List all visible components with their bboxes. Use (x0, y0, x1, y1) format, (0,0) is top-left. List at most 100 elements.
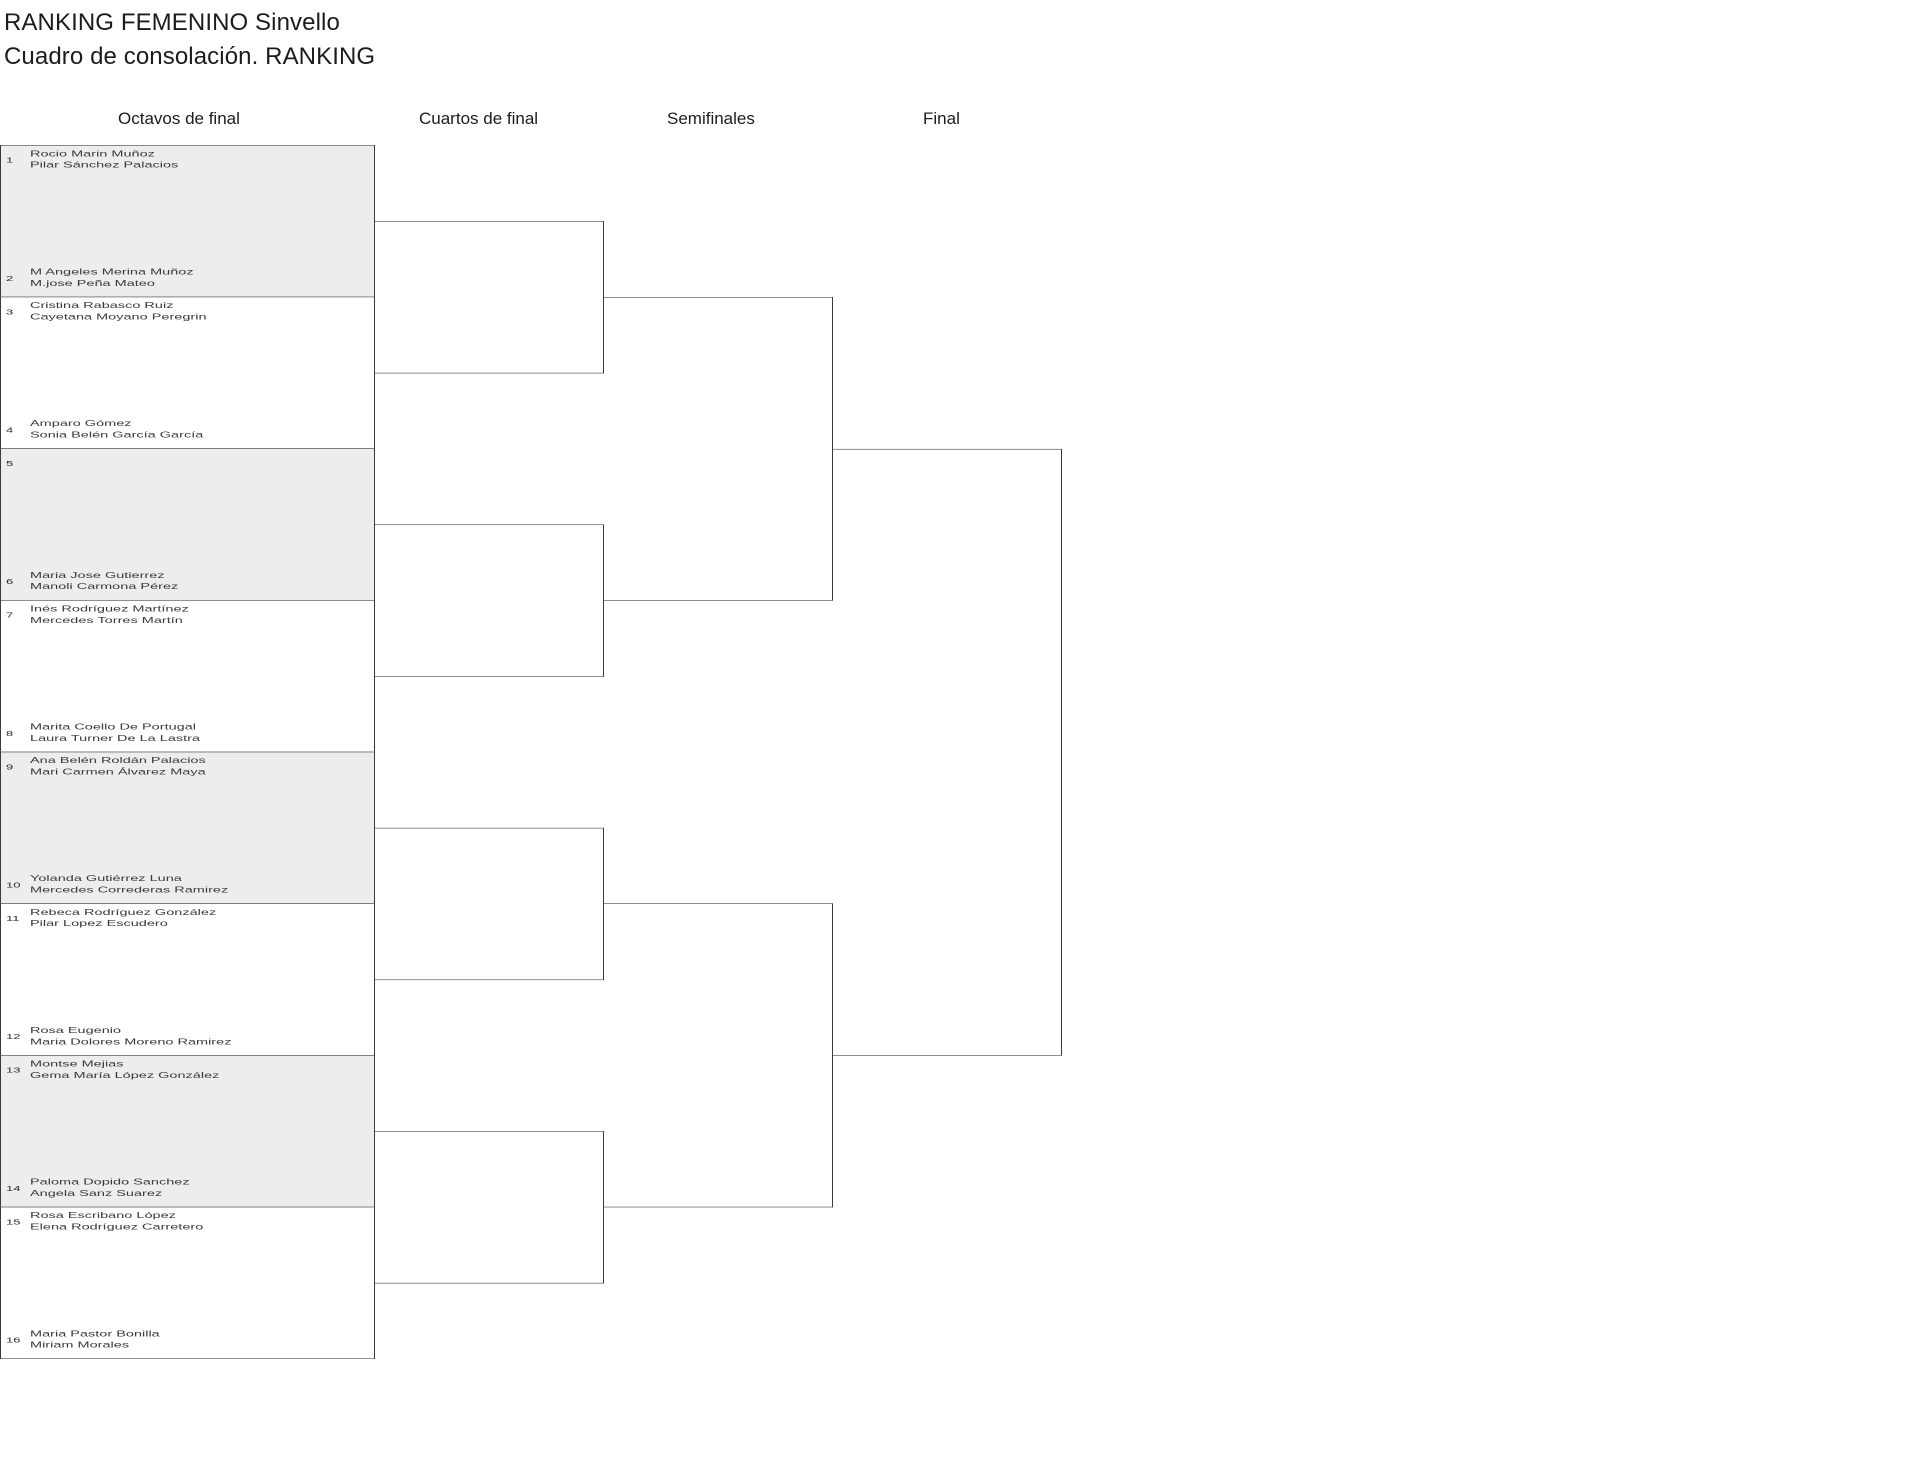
player-name: Mercedes Torres Martín (30, 615, 183, 625)
player-name: Gema María López González (30, 1070, 220, 1080)
round-header-final: Final (923, 109, 960, 128)
seed-slot[interactable]: 15 Rosa Escribano López Elena Rodríguez … (1, 1211, 374, 1237)
seed-slot[interactable]: 12 Rosa Eugenio Maria Dolores Moreno Ram… (1, 1026, 374, 1052)
player-name: Rebeca Rodríguez González (30, 907, 217, 918)
seed-slot[interactable]: 3 Cristina Rabasco Ruiz Cayetana Moyano … (1, 301, 374, 327)
seed-players: Inés Rodríguez Martínez Mercedes Torres … (28, 604, 374, 626)
player-name: Rosa Escribano López (30, 1211, 176, 1221)
player-name: Montse Mejias (30, 1059, 124, 1069)
seed-number: 12 (6, 1032, 21, 1041)
seed-slot[interactable]: 5 (1, 452, 374, 478)
match-block[interactable]: 15 Rosa Escribano López Elena Rodríguez … (0, 1206, 375, 1359)
player-name: Marita Coello De Portugal (30, 722, 197, 732)
player-name: Inés Rodríguez Martínez (30, 604, 189, 614)
seed-number: 14 (6, 1184, 21, 1193)
match-block[interactable]: 1 Rocio Marin Muñoz Pilar Sánchez Palaci… (0, 145, 375, 298)
qf-connector-top[interactable] (375, 221, 604, 222)
seed-number: 10 (6, 880, 21, 890)
player-name: Yolanda Gutiérrez Luna (30, 874, 182, 884)
final-connector-top[interactable] (832, 448, 1062, 450)
seed-players: Rosa Eugenio Maria Dolores Moreno Ramire… (28, 1026, 374, 1048)
seed-number: 4 (6, 425, 14, 435)
round-header-octavos: Octavos de final (118, 109, 240, 128)
qf-connector-top[interactable] (375, 827, 604, 829)
seed-slot[interactable]: 1 Rocio Marin Muñoz Pilar Sánchez Palaci… (1, 149, 374, 175)
player-name: Rocio Marin Muñoz (30, 149, 155, 159)
seed-number: 13 (6, 1065, 21, 1075)
player-name: Mari Carmen Álvarez Maya (30, 767, 206, 777)
final-connector-bottom[interactable] (832, 1055, 1062, 1056)
seed-slot[interactable]: 11 Rebeca Rodríguez González Pilar Lopez… (1, 907, 374, 933)
qf-connector-bottom[interactable] (375, 979, 604, 981)
player-name: Angela Sanz Suarez (30, 1188, 163, 1198)
player-name: Cayetana Moyano Peregrin (30, 312, 207, 322)
player-name: Maria Jose Gutierrez (30, 571, 165, 581)
seed-players: Rocio Marin Muñoz Pilar Sánchez Palacios (28, 149, 374, 171)
player-name: M.jose Peña Mateo (30, 278, 155, 288)
player-name: Amparo Gómez (30, 419, 132, 429)
player-name: M Angeles Merina Muñoz (30, 267, 194, 277)
seed-slot[interactable]: 9 Ana Belén Roldán Palacios Mari Carmen … (1, 756, 374, 782)
page-title: RANKING FEMENINO Sinvello Cuadro de cons… (4, 6, 904, 74)
seed-slot[interactable]: 6 Maria Jose Gutierrez Manoli Carmona Pé… (1, 570, 374, 596)
sf-connector-top[interactable] (603, 297, 833, 298)
seed-number: 2 (6, 273, 14, 283)
seed-number: 6 (6, 577, 14, 586)
match-block[interactable]: 5 6 Maria Jose Gutierrez Manoli Carmona … (0, 448, 375, 601)
seed-number: 16 (6, 1335, 21, 1345)
final-connector-vertical[interactable] (1061, 448, 1062, 1056)
match-block[interactable]: 13 Montse Mejias Gema María López Gonzál… (0, 1055, 375, 1208)
seed-players: Ana Belén Roldán Palacios Mari Carmen Ál… (28, 756, 374, 778)
qf-connector-bottom[interactable] (375, 1282, 604, 1284)
round-octavos-column: 1 Rocio Marin Muñoz Pilar Sánchez Palaci… (0, 145, 375, 1359)
player-name: Sonia Belén García García (30, 430, 204, 440)
match-block[interactable]: 7 Inés Rodríguez Martínez Mercedes Torre… (0, 600, 375, 753)
qf-connector-vertical[interactable] (603, 1131, 604, 1284)
player-name: Miriam Morales (30, 1340, 130, 1350)
seed-number: 11 (6, 914, 20, 923)
player-name: Maria Dolores Moreno Ramirez (30, 1037, 232, 1047)
sf-connector-bottom[interactable] (603, 600, 833, 601)
seed-slot[interactable]: 8 Marita Coello De Portugal Laura Turner… (1, 722, 374, 748)
seed-slot[interactable]: 2 M Angeles Merina Muñoz M.jose Peña Mat… (1, 267, 374, 293)
player-name: Pilar Sánchez Palacios (30, 160, 179, 170)
qf-connector-top[interactable] (375, 1131, 604, 1132)
sf-connector-bottom[interactable] (603, 1206, 833, 1208)
seed-players: Amparo Gómez Sonia Belén García García (28, 419, 374, 441)
player-name: Manoli Carmona Pérez (30, 582, 179, 592)
seed-slot[interactable]: 13 Montse Mejias Gema María López Gonzál… (1, 1059, 374, 1085)
seed-players: Paloma Dopido Sanchez Angela Sanz Suarez (28, 1177, 374, 1199)
player-name: Ana Belén Roldán Palacios (30, 756, 206, 766)
player-name: Pilar Lopez Escudero (30, 919, 168, 929)
seed-number: 8 (6, 728, 14, 738)
seed-players: Maria Jose Gutierrez Manoli Carmona Pére… (28, 570, 374, 592)
seed-players: M Angeles Merina Muñoz M.jose Peña Mateo (28, 267, 374, 289)
qf-connector-vertical[interactable] (603, 524, 604, 677)
match-block[interactable]: 9 Ana Belén Roldán Palacios Mari Carmen … (0, 751, 375, 904)
qf-connector-top[interactable] (375, 524, 604, 526)
title-line-1: RANKING FEMENINO Sinvello (4, 9, 340, 36)
match-block[interactable]: 11 Rebeca Rodríguez González Pilar Lopez… (0, 903, 375, 1056)
seed-number: 1 (6, 155, 14, 165)
seed-players: Rosa Escribano López Elena Rodríguez Car… (28, 1211, 374, 1233)
sf-connector-top[interactable] (603, 903, 833, 904)
seed-players: Montse Mejias Gema María López González (28, 1059, 374, 1081)
seed-players: Marita Coello De Portugal Laura Turner D… (28, 722, 374, 744)
qf-connector-vertical[interactable] (603, 827, 604, 981)
seed-slot[interactable]: 7 Inés Rodríguez Martínez Mercedes Torre… (1, 604, 374, 630)
seed-number: 5 (6, 459, 14, 468)
seed-slot[interactable]: 4 Amparo Gómez Sonia Belén García García (1, 419, 374, 445)
qf-connector-bottom[interactable] (375, 676, 604, 677)
qf-connector-bottom[interactable] (375, 372, 604, 374)
player-name: Maria Pastor Bonilla (30, 1329, 160, 1339)
seed-players: Rebeca Rodríguez González Pilar Lopez Es… (28, 907, 374, 929)
seed-slot[interactable]: 10 Yolanda Gutiérrez Luna Mercedes Corre… (1, 874, 374, 900)
player-name: Mercedes Correderas Ramirez (30, 885, 229, 895)
player-name: Paloma Dopido Sanchez (30, 1177, 190, 1187)
seed-slot[interactable]: 14 Paloma Dopido Sanchez Angela Sanz Sua… (1, 1177, 374, 1203)
seed-players: Cristina Rabasco Ruiz Cayetana Moyano Pe… (28, 301, 374, 323)
player-name: Rosa Eugenio (30, 1026, 122, 1036)
match-block[interactable]: 3 Cristina Rabasco Ruiz Cayetana Moyano … (0, 296, 375, 449)
seed-number: 9 (6, 762, 14, 772)
seed-slot[interactable]: 16 Maria Pastor Bonilla Miriam Morales (1, 1329, 374, 1355)
